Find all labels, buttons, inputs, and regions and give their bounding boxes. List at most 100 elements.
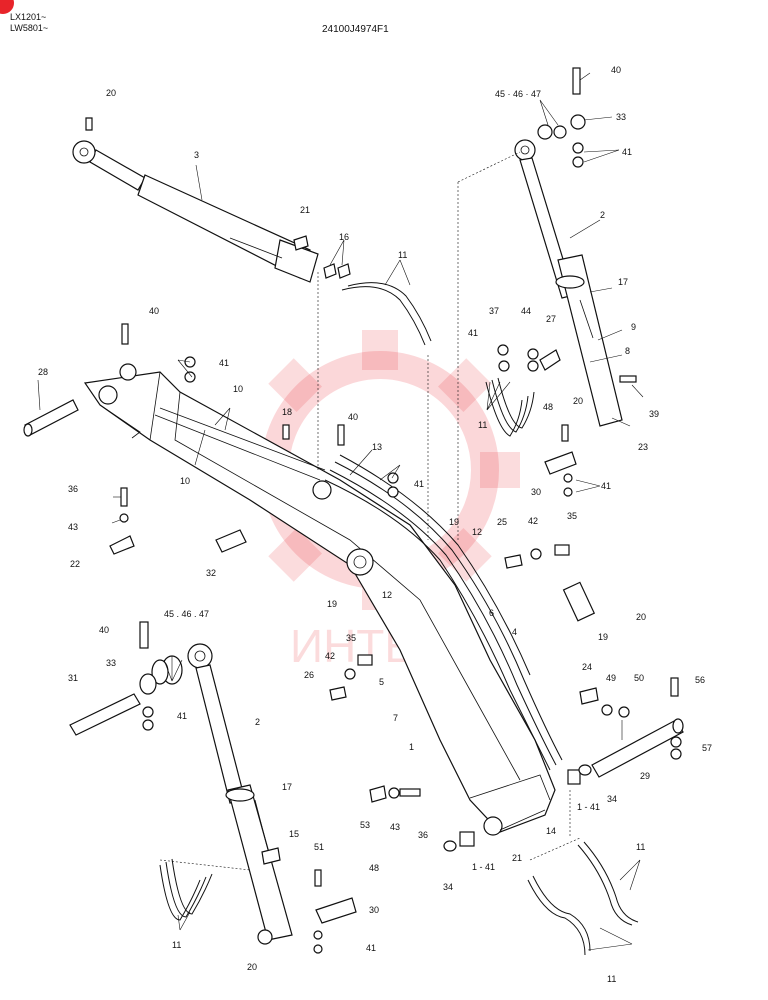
callout-41f: 41 <box>177 711 187 721</box>
callout-10b: 10 <box>180 476 190 486</box>
callout-17a: 17 <box>618 277 628 287</box>
callout-11c: 11 <box>636 842 645 852</box>
corner-badge <box>0 0 14 14</box>
callout-48a: 48 <box>543 402 553 412</box>
pin-31 <box>69 693 141 736</box>
boom-assembly <box>83 363 563 836</box>
cylinder-rod <box>89 149 146 191</box>
callout-11b: 11 <box>478 420 487 430</box>
watermark-gear-tooth <box>268 358 323 413</box>
callout-14: 14 <box>546 826 556 836</box>
pin-32 <box>215 529 247 553</box>
callout-37: 37 <box>489 306 499 316</box>
callout-16: 16 <box>339 232 349 242</box>
callout-11d: 11 <box>172 940 181 950</box>
callout-26: 26 <box>304 670 314 680</box>
watermark-gear-tooth <box>268 527 323 582</box>
callout-21b: 21 <box>512 853 522 863</box>
callout-41d: 41 <box>414 479 424 489</box>
callout-39: 39 <box>649 409 659 419</box>
callout-19c: 19 <box>598 632 608 642</box>
callout-33a: 33 <box>616 112 626 122</box>
callout-4: 4 <box>512 627 517 637</box>
callout-33b: 33 <box>106 658 116 668</box>
leader-lines <box>37 72 644 951</box>
boom-center-boss <box>346 548 374 576</box>
callout-22: 22 <box>70 559 80 569</box>
arm-cylinder-boss <box>312 480 332 500</box>
rod-eye-upper <box>514 139 536 161</box>
callout-40a: 40 <box>611 65 621 75</box>
callout-5: 5 <box>379 677 384 687</box>
callout-7: 7 <box>393 713 398 723</box>
pin-30-upper <box>544 451 577 475</box>
callout-29: 29 <box>640 771 650 781</box>
callout-56: 56 <box>695 675 705 685</box>
callout-43b: 43 <box>390 822 400 832</box>
callout-20a: 20 <box>106 88 116 98</box>
callout-9: 9 <box>631 322 636 332</box>
callout-28: 28 <box>38 367 48 377</box>
callout-34b: 34 <box>443 882 453 892</box>
callout-24: 24 <box>582 662 592 672</box>
callout-21a: 21 <box>300 205 310 215</box>
callout-4546a: 45 · 46 · 47 <box>495 89 541 99</box>
arm-cylinder <box>72 117 319 283</box>
callout-35b: 35 <box>346 633 356 643</box>
callout-57: 57 <box>702 743 712 753</box>
callout-17b: 17 <box>282 782 292 792</box>
pin-29 <box>591 719 684 778</box>
watermark-gear-tooth <box>480 452 520 488</box>
callout-42a: 42 <box>528 516 538 526</box>
tube-lower-left <box>227 784 293 941</box>
connector-block <box>562 581 596 622</box>
drawing-number: 24100J4974F1 <box>322 24 389 35</box>
callout-42b: 42 <box>325 651 335 661</box>
callout-1: 1 <box>409 742 414 752</box>
callout-6: 6 <box>489 608 494 618</box>
callout-41c: 41 <box>219 358 229 368</box>
callout-49: 49 <box>606 673 616 683</box>
callout-40d: 40 <box>99 625 109 635</box>
callout-25: 25 <box>497 517 507 527</box>
watermark-gear-tooth <box>362 330 398 370</box>
hoses <box>159 282 639 956</box>
callout-40b: 40 <box>149 306 159 316</box>
callout-23: 23 <box>638 442 648 452</box>
callout-30a: 30 <box>531 487 541 497</box>
callout-12b: 12 <box>382 590 392 600</box>
callout-43a: 43 <box>68 522 78 532</box>
callout-19b: 19 <box>327 599 337 609</box>
boom-cylinder-boss <box>119 363 137 381</box>
callout-2a: 2 <box>600 210 605 220</box>
bushing <box>459 831 475 847</box>
model-range: LX1201~ LW5801~ <box>10 12 48 34</box>
callout-41b: 41 <box>468 328 478 338</box>
grease-fitting <box>85 117 93 131</box>
callout-32: 32 <box>206 568 216 578</box>
boom-top-boss <box>483 816 503 836</box>
callout-35a: 35 <box>567 511 577 521</box>
callout-36b: 36 <box>418 830 428 840</box>
boom-foot-boss <box>98 385 118 405</box>
callout-41g: 41 <box>366 943 376 953</box>
callout-18: 18 <box>282 407 292 417</box>
callout-41e: 41 <box>601 481 611 491</box>
callout-40c: 40 <box>348 412 358 422</box>
callout-31: 31 <box>68 673 78 683</box>
reference-lines <box>159 151 581 871</box>
rod-eye-lower <box>187 643 213 669</box>
hardware <box>109 235 682 954</box>
callout-48b: 48 <box>369 863 379 873</box>
model-line-2: LW5801~ <box>10 23 49 33</box>
callout-2b: 2 <box>255 717 260 727</box>
callout-53: 53 <box>360 820 370 830</box>
callout-13: 13 <box>372 442 382 452</box>
callout-51: 51 <box>314 842 324 852</box>
bucket-cylinder-upper <box>514 67 623 427</box>
bucket-cylinder-lower <box>139 621 293 945</box>
pin-30-lower <box>315 897 357 924</box>
callout-34a: 34 <box>607 794 617 804</box>
